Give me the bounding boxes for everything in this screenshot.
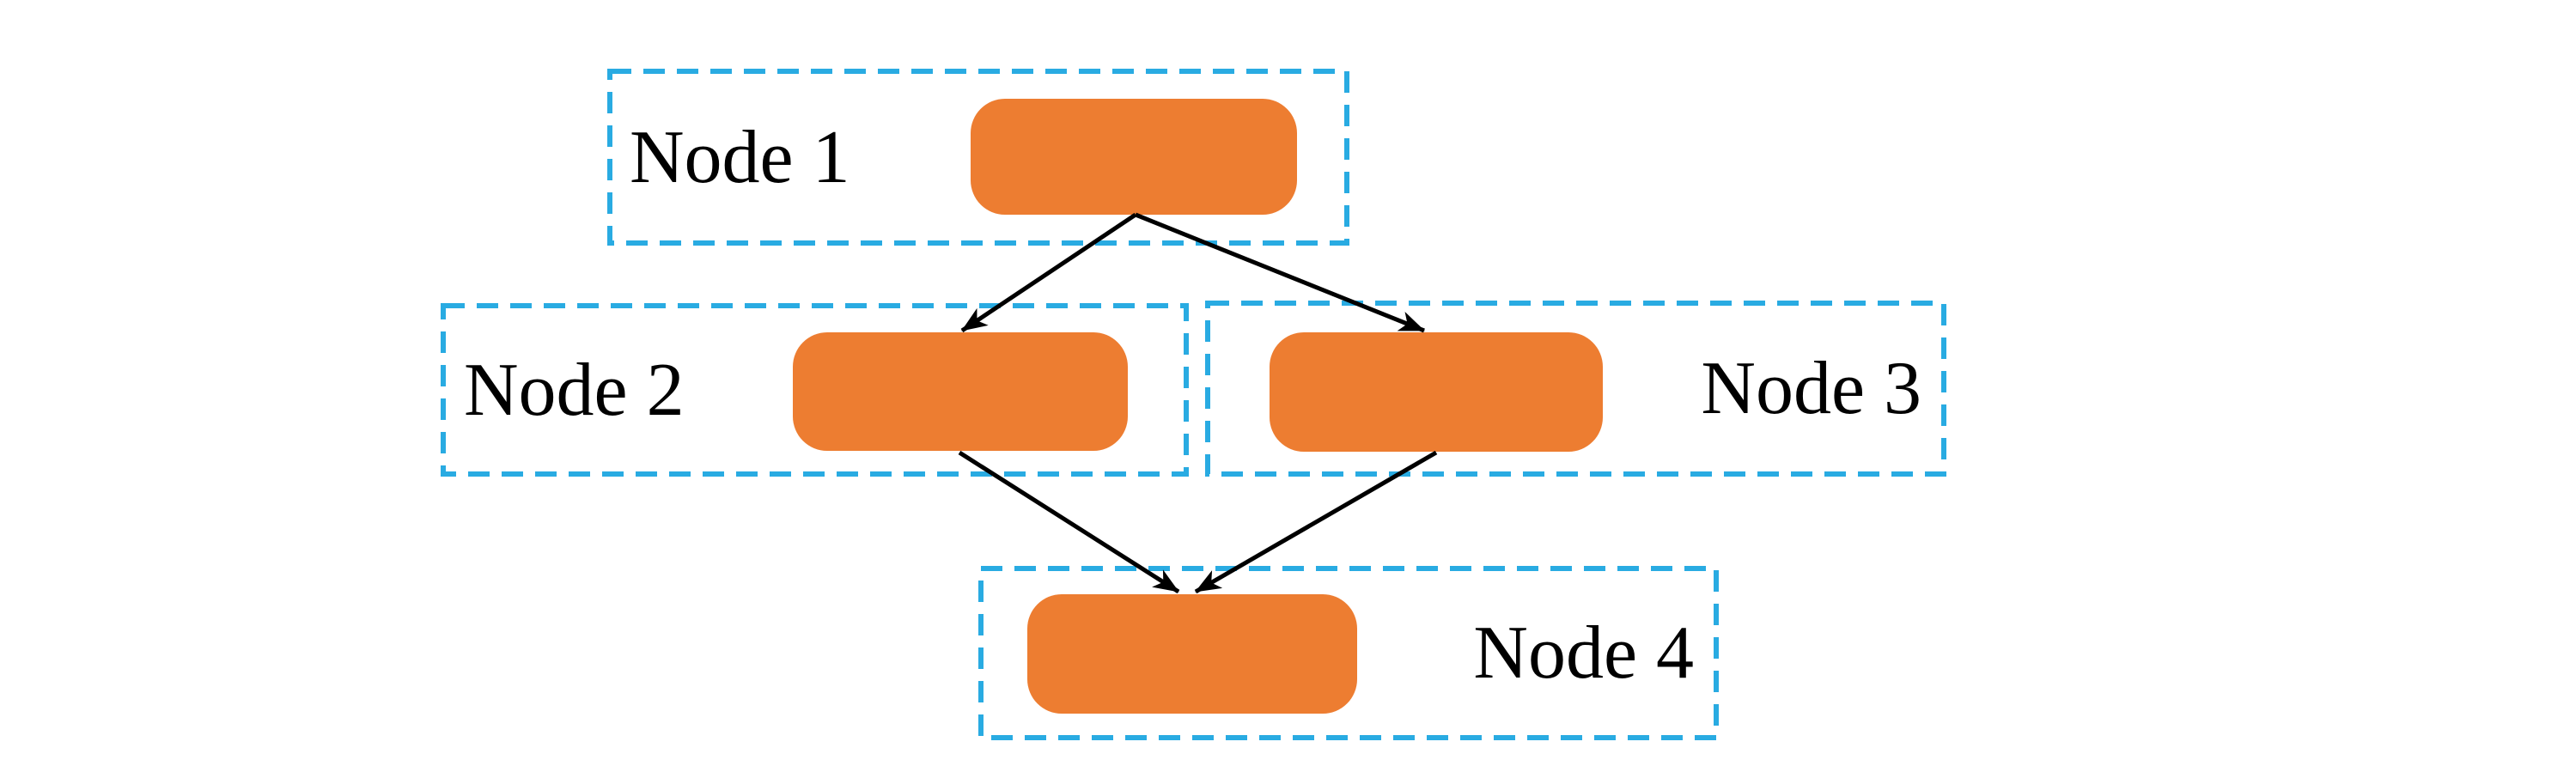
node-node4-label: Node 4 bbox=[1473, 611, 1694, 695]
node-node1-label: Node 1 bbox=[630, 116, 850, 199]
node-node1: Node 1 bbox=[607, 69, 1349, 246]
edge-node1-node3 bbox=[1135, 212, 1425, 333]
node-node4-dashed-box bbox=[978, 566, 1719, 740]
node-node1-dashed-box bbox=[607, 69, 1349, 246]
edge-node2-node4 bbox=[958, 450, 1180, 594]
node-node3-shape bbox=[1270, 332, 1603, 452]
node-node2-label: Node 2 bbox=[464, 349, 685, 432]
node-node2: Node 2 bbox=[441, 303, 1189, 477]
node-node3: Node 3 bbox=[1205, 301, 1946, 477]
node-node2-shape bbox=[793, 332, 1128, 451]
node-node1-shape bbox=[971, 99, 1297, 215]
node-node4-shape bbox=[1027, 594, 1357, 714]
edge-node3-node4 bbox=[1194, 450, 1438, 594]
node-node2-dashed-box bbox=[441, 303, 1189, 477]
edge-node1-node2 bbox=[960, 212, 1137, 333]
node-node3-dashed-box bbox=[1205, 301, 1946, 477]
node-node3-label: Node 3 bbox=[1701, 347, 1921, 430]
node-node4: Node 4 bbox=[978, 566, 1719, 740]
edges-layer bbox=[958, 212, 1438, 594]
